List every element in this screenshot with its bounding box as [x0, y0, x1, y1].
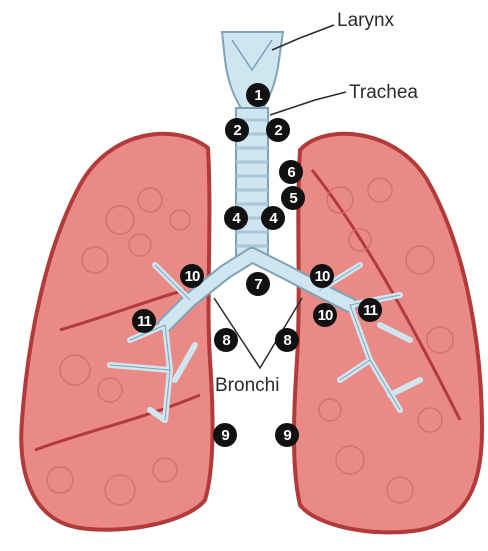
- marker-11-left: 11: [132, 309, 156, 333]
- marker-4-left: 4: [224, 206, 248, 230]
- marker-5: 5: [281, 186, 305, 210]
- marker-10-left: 10: [180, 264, 204, 288]
- marker-2-left: 2: [225, 118, 249, 142]
- marker-8-left: 8: [214, 328, 238, 352]
- bronchi-label: Bronchi: [215, 376, 279, 395]
- marker-9-left: 9: [213, 423, 237, 447]
- larynx-label: Larynx: [337, 11, 394, 30]
- marker-11-right: 11: [358, 298, 382, 322]
- marker-4-right: 4: [261, 206, 285, 230]
- trachea-label: Trachea: [349, 83, 418, 102]
- left-lung: [21, 134, 212, 530]
- marker-10-right-upper: 10: [310, 264, 334, 288]
- marker-8-right: 8: [275, 328, 299, 352]
- marker-7: 7: [246, 272, 270, 296]
- marker-1: 1: [246, 83, 270, 107]
- marker-2-right: 2: [266, 118, 290, 142]
- right-lung: [294, 134, 482, 533]
- marker-6: 6: [279, 160, 303, 184]
- marker-9-right: 9: [275, 423, 299, 447]
- marker-10-right-lower: 10: [313, 303, 337, 327]
